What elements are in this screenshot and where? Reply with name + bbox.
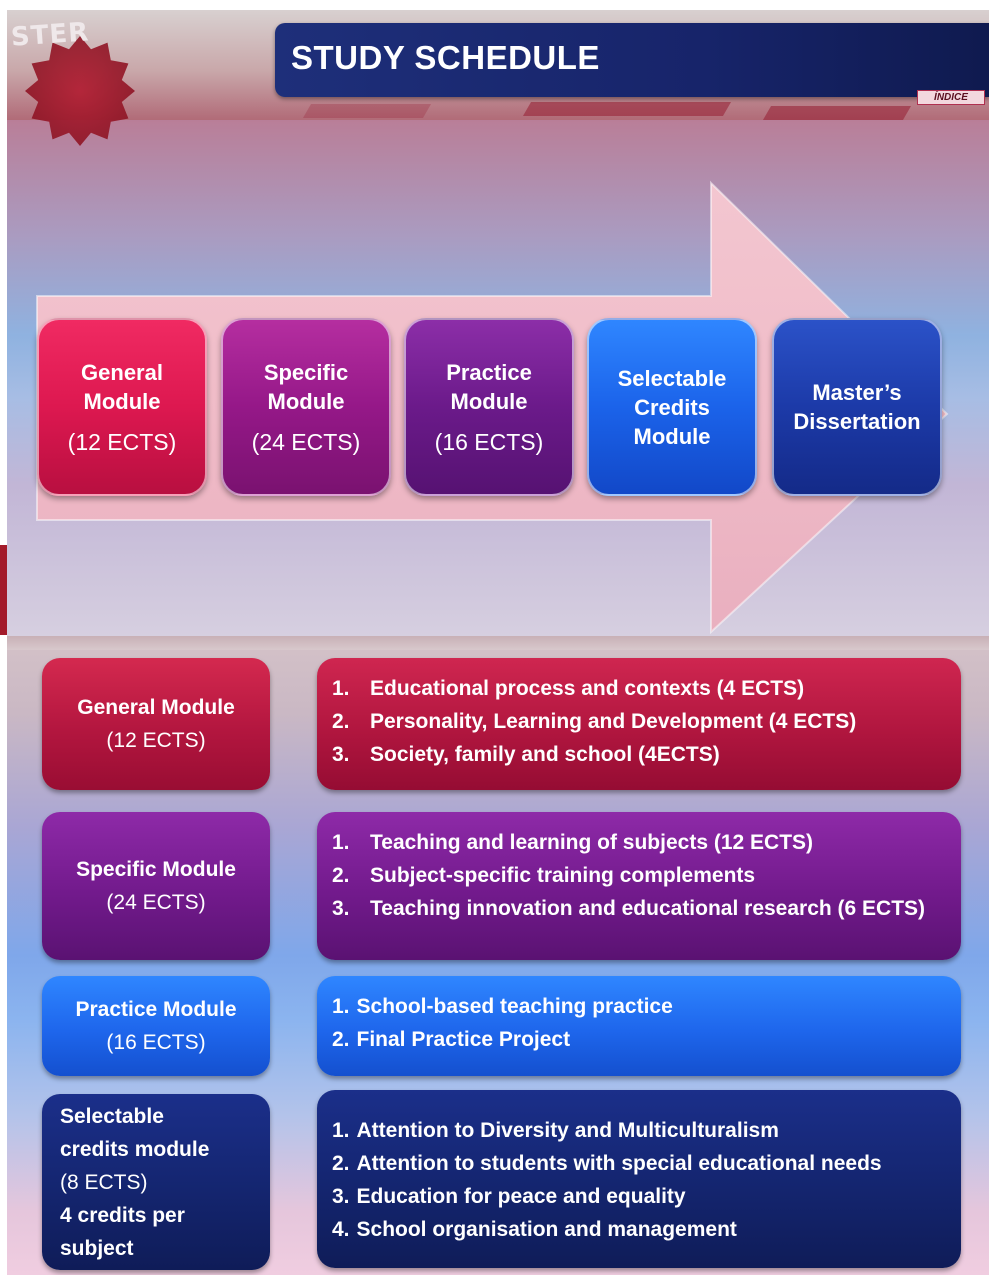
index-button[interactable]: ÍNDICE (917, 90, 985, 105)
title-bar: STUDY SCHEDULE (275, 23, 989, 97)
specific-module-subjects: 1. Teaching and learning of subjects (12 … (317, 812, 961, 960)
item-number: 3. (332, 1185, 350, 1208)
selectable-credits-module-label: Selectable credits module (8 ECTS) 4 cre… (42, 1094, 270, 1270)
flow-box-name: Module (83, 388, 161, 414)
study-schedule-slide: STER STUDY SCHEDULE ÍNDICE General Modul… (7, 10, 989, 636)
item-number: 1. (332, 831, 350, 854)
item-text: Education for peace and equality (356, 1185, 686, 1208)
module-label-ects: (16 ECTS) (106, 1031, 206, 1054)
list-item: 3. Education for peace and equality (332, 1180, 947, 1213)
item-text: Final Practice Project (356, 1028, 571, 1051)
page-title: STUDY SCHEDULE (291, 39, 600, 76)
practice-module-label: Practice Module (16 ECTS) (42, 976, 270, 1076)
item-number: 3. (332, 897, 350, 920)
item-number: 1. (332, 995, 350, 1018)
item-text: Educational process and contexts (4 ECTS… (370, 677, 805, 700)
selectable-module-subjects: 1. Attention to Diversity and Multicultur… (317, 1090, 961, 1268)
list-item: 4. School organisation and management (332, 1213, 947, 1246)
list-item: 3. Teaching innovation and educational re… (332, 892, 947, 925)
practice-module-subjects: 1. School-based teaching practice 2. Final… (317, 976, 961, 1076)
item-text: Teaching and learning of subjects (12 EC… (370, 831, 814, 854)
item-text: Attention to students with special educa… (356, 1152, 882, 1175)
flow-box-name: Practice (446, 359, 532, 385)
module-label-name: credits module (60, 1137, 210, 1161)
flow-box-ects: (24 ECTS) (251, 428, 361, 455)
module-label-name: Selectable (60, 1104, 164, 1128)
item-number: 2. (332, 1152, 350, 1175)
flow-box-name: Credits (634, 394, 710, 420)
list-item: 1. Educational process and contexts (4 EC… (332, 672, 947, 705)
module-label-ects: (12 ECTS) (106, 729, 206, 752)
item-number: 1. (332, 1119, 350, 1142)
module-details-slide: General Module (12 ECTS) 1. Educational p… (7, 636, 989, 1275)
module-label-name: Specific Module (76, 858, 236, 881)
item-text: School-based teaching practice (356, 995, 673, 1018)
list-item: 1. School-based teaching practice (332, 990, 947, 1023)
flow-box-general-module: General Module (12 ECTS) (37, 318, 207, 496)
item-number: 2. (332, 864, 350, 887)
item-text: School organisation and management (356, 1218, 737, 1241)
item-text: Society, family and school (4ECTS) (370, 743, 720, 766)
flow-box-name: Specific (263, 359, 349, 385)
flow-box-ects: (16 ECTS) (434, 428, 544, 455)
item-number: 1. (332, 677, 350, 700)
list-item: 2. Final Practice Project (332, 1023, 947, 1056)
module-label-ects: (24 ECTS) (106, 891, 206, 914)
general-module-label: General Module (12 ECTS) (42, 658, 270, 790)
flow-box-ects: (12 ECTS) (67, 428, 177, 455)
flow-box-name: Module (633, 423, 711, 449)
flow-box-name: General (81, 359, 163, 385)
module-label-note: 4 credits per (60, 1203, 185, 1227)
list-item: 2. Subject-specific training complements (332, 859, 947, 892)
flow-box-name: Master’s (812, 380, 902, 405)
list-item: 1. Teaching and learning of subjects (12 … (332, 826, 947, 859)
item-text: Personality, Learning and Development (4… (370, 710, 857, 733)
item-number: 3. (332, 743, 350, 766)
module-label-ects: (8 ECTS) (60, 1170, 148, 1194)
module-label-note: subject (60, 1236, 134, 1260)
item-text: Attention to Diversity and Multicultural… (356, 1119, 779, 1142)
item-text: Subject-specific training complements (370, 864, 756, 887)
item-text: Teaching innovation and educational rese… (370, 897, 926, 920)
specific-module-label: Specific Module (24 ECTS) (42, 812, 270, 960)
list-item: 2. Personality, Learning and Development … (332, 705, 947, 738)
flow-box-name: Module (267, 388, 345, 414)
module-label-name: Practice Module (75, 998, 237, 1021)
header-band (7, 636, 989, 650)
list-item: 2. Attention to students with special edu… (332, 1147, 947, 1180)
item-number: 4. (332, 1218, 350, 1241)
list-item: 1. Attention to Diversity and Multicultur… (332, 1114, 947, 1147)
general-module-subjects: 1. Educational process and contexts (4 EC… (317, 658, 961, 790)
item-number: 2. (332, 1028, 350, 1051)
module-label-name: General Module (77, 696, 235, 719)
flow-box-masters-dissertation: Master’s Dissertation (772, 318, 942, 496)
flow-box-selectable-credits-module: Selectable Credits Module (587, 318, 757, 496)
flow-box-practice-module: Practice Module (16 ECTS) (404, 318, 574, 496)
decorative-edge-bar (0, 545, 7, 635)
flow-box-name: Module (450, 388, 528, 414)
flow-box-name: Dissertation (793, 409, 921, 434)
list-item: 3. Society, family and school (4ECTS) (332, 738, 947, 771)
item-number: 2. (332, 710, 350, 733)
flow-box-name: Selectable (617, 365, 727, 391)
flow-box-specific-module: Specific Module (24 ECTS) (221, 318, 391, 496)
